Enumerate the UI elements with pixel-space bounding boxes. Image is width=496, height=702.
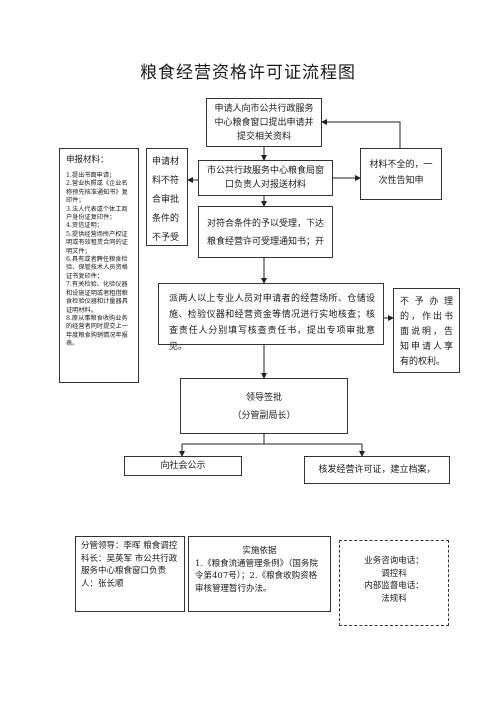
page-title: 粮食经营资格许可证流程图	[140, 63, 356, 83]
consult-phone-label: 业务咨询电话：	[364, 556, 424, 566]
not-accepted-step: 申请材料不符合审批条件的不予受	[146, 148, 188, 246]
contact-box: 业务咨询电话： 调控科 内部监督电话： 法规科	[339, 540, 449, 626]
materials-item: 8.原从事粮食收购业务的经营者同时提交上一年度粮食购销情况年报表。	[66, 314, 128, 348]
window-review-text: 市公共行政服务中心粮食局窗口负责人对报送材料	[206, 166, 324, 190]
apply-step-text: 申请人向市公共行政服务中心粮食窗口提出申请并提交相关资料	[214, 104, 314, 142]
window-review-step: 市公共行政服务中心粮食局窗口负责人对报送材料	[198, 160, 333, 196]
apply-step: 申请人向市公共行政服务中心粮食窗口提出申请并提交相关资料	[206, 98, 322, 147]
issue-license-text: 核发经营许可证，建立档案，	[318, 465, 436, 475]
inspection-step: 派两人以上专业人员对申请者的经营场所、仓储设施、检验仪器和经营资金等情况进行实地…	[158, 283, 384, 352]
materials-item: 1.提出书面申请；	[66, 172, 116, 179]
basis-heading: 实施依据	[242, 546, 277, 556]
incomplete-text: 材料不全的，一次性告知申	[369, 160, 433, 186]
materials-heading: 申报材料：	[66, 155, 109, 165]
basis-text: 1.《粮食流通管理条例》（国务院令第407号）；2.《粮食收购资格审核管理暂行办…	[195, 558, 318, 594]
supervision-phone-label: 内部监督电话：	[364, 581, 424, 591]
materials-item: 7.有关检验、化验仪器和设施证明或者租借粮食检验仪器和计量器具证明材料。	[66, 281, 128, 314]
accept-text: 对符合条件的予以受理，下达粮食经营许可受理通知书；开	[207, 219, 325, 247]
approval-title: 领导签批	[245, 393, 282, 403]
reject-step: 不予办理的，作出书面说明，告知申请人享有的权利。	[393, 288, 460, 373]
materials-item: 4.资信证明；	[66, 222, 103, 230]
approval-subtitle: （分管副局长）	[232, 411, 296, 421]
incomplete-step: 材料不全的，一次性告知申	[360, 148, 442, 200]
supervision-department: 法规科	[381, 593, 407, 604]
inspection-text: 派两人以上专业人员对申请者的经营场所、仓储设施、检验仪器和经营资金等情况进行实地…	[169, 294, 375, 352]
approval-step: 领导签批 （分管副局长）	[180, 378, 348, 434]
consult-department: 调控科	[381, 568, 407, 579]
publicize-text: 向社会公示	[160, 461, 206, 471]
reject-text: 不予办理的，作出书面说明，告知申请人享有的权利。	[400, 297, 453, 367]
materials-item: 5.提供经营场所产权证明或有效租赁合同的证明文件；	[66, 230, 128, 255]
not-accepted-text: 申请材料不符合审批条件的不予受	[152, 157, 180, 243]
issue-license-step: 核发经营许可证，建立档案，	[304, 456, 450, 484]
materials-item: 6.具有或者聘任粮食检验、保管技术人员资格证书复印件；	[66, 256, 128, 280]
materials-item: 3.法人代表或个体工商户身份证复印件；	[66, 205, 128, 222]
publicize-step: 向社会公示	[124, 456, 242, 476]
leaders-text: 分管领导：李晖 粮食调控科长：吴英军 市公共行政服务中心粮食窗口负责人：张长顺	[81, 541, 178, 589]
materials-list: 申报材料： 1.提出书面申请； 2.营业执照或《企业名称预先核准通知书》复印件；…	[59, 148, 139, 383]
leaders-box: 分管领导：李晖 粮食调控科长：吴英军 市公共行政服务中心粮食窗口负责人：张长顺	[75, 536, 185, 612]
accept-step: 对符合条件的予以受理，下达粮食经营许可受理通知书；开	[198, 206, 333, 258]
materials-item: 2.营业执照或《企业名称预先核准通知书》复印件；	[66, 180, 128, 205]
basis-box: 实施依据 1.《粮食流通管理条例》（国务院令第407号）；2.《粮食收购资格审核…	[188, 536, 331, 612]
